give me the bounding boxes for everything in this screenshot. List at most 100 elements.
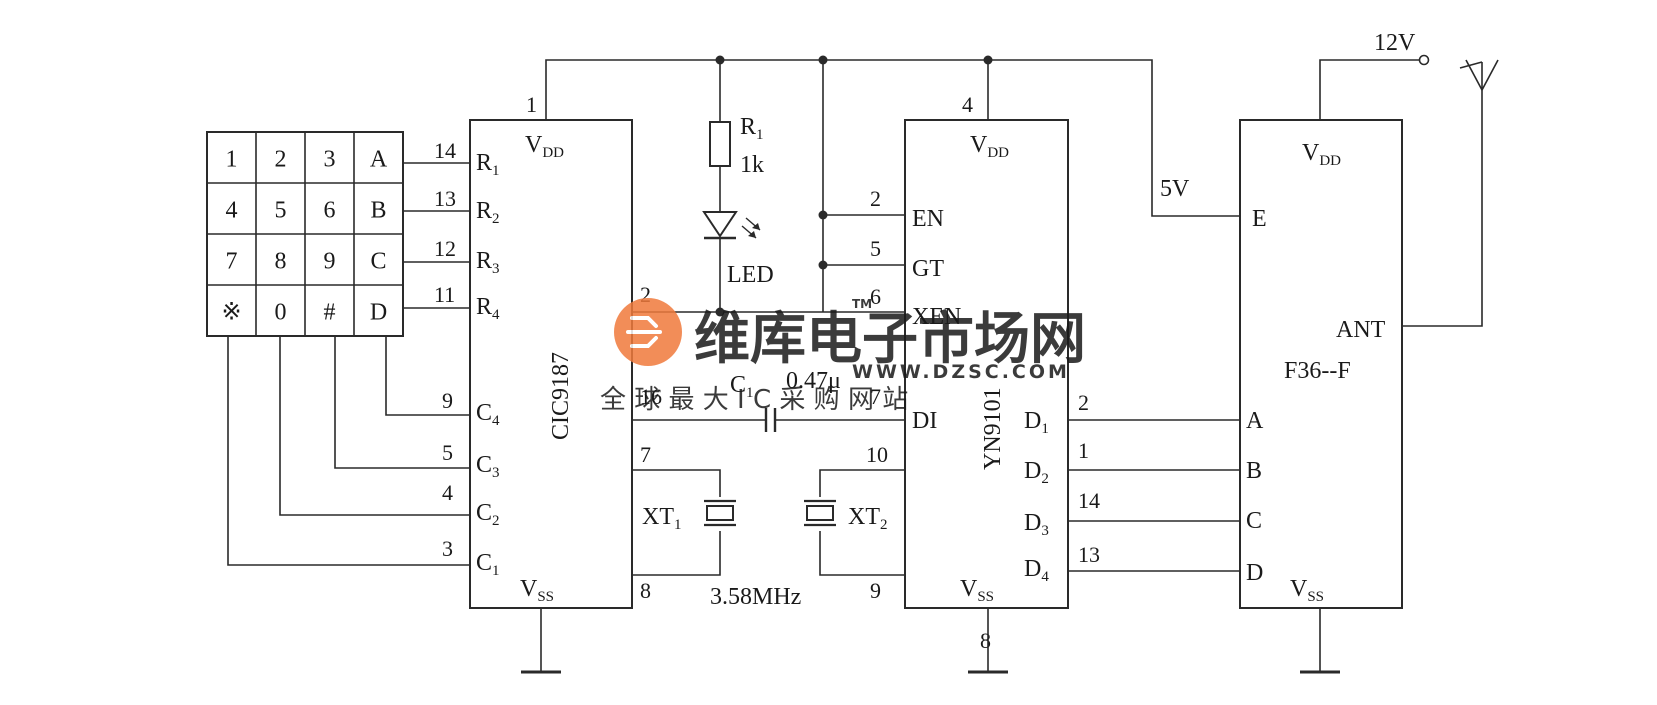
- ic2-gt-label: GT: [912, 256, 944, 282]
- crystal-frequency: 3.58MHz: [710, 584, 801, 610]
- vdd-rail: [545, 59, 1240, 217]
- ic1-r4-label: R4: [476, 294, 500, 323]
- keypad-key: 0: [275, 300, 287, 326]
- ic1-r1-label: R1: [476, 150, 500, 179]
- ic2-di-label: DI: [912, 408, 937, 434]
- ic2-xen-label: XEN: [912, 304, 961, 330]
- ic-yn9101: 4 VDD VSS YN9101 2 EN 5 GT 6 XEN 7 DI 10…: [866, 60, 1100, 653]
- ic2-name: YN9101: [980, 387, 1006, 470]
- ic1-c1-label: C1: [476, 550, 500, 579]
- watermark: 维库电子市场网 TM WWW.DZSC.COM 全 球 最 大 I C 采 购 …: [600, 297, 1086, 415]
- watermark-tm: TM: [852, 297, 872, 311]
- ic1-pin-2: 2: [640, 282, 651, 307]
- ic3-d-label: D: [1246, 560, 1263, 586]
- keypad-key: 7: [226, 249, 238, 275]
- ic2-out-pin-1: 1: [1078, 438, 1089, 463]
- ic1-pin-1: 1: [526, 92, 537, 117]
- ic1-pin-9: 9: [442, 388, 453, 413]
- supply-5v-label: 5V: [1160, 176, 1190, 202]
- ic1-c3-label: C3: [476, 452, 500, 481]
- ic-cic9187: VDD VSS 1 CIC9187 14 R1 13 R2 12 R3 11 R…: [434, 92, 662, 609]
- crystal-xt2: [804, 499, 836, 527]
- ic1-c4-label: C4: [476, 400, 500, 429]
- ic1-name: CIC9187: [548, 352, 574, 440]
- ic2-d2-label: D2: [1024, 458, 1049, 487]
- keypad-key: D: [370, 300, 387, 326]
- ic2-pin-5: 5: [870, 236, 881, 261]
- ic3-name: F36--F: [1284, 358, 1351, 384]
- keypad-key: 8: [275, 249, 287, 275]
- keypad-key: 3: [324, 147, 336, 173]
- supply-12v-label: 12V: [1374, 30, 1416, 56]
- keypad-key: 1: [226, 147, 238, 173]
- ic2-vdd-label: VDD: [970, 132, 1009, 161]
- ic2-pin-10: 10: [866, 442, 888, 467]
- ic1-pin-8: 8: [640, 578, 651, 603]
- ic3-vss-label: VSS: [1290, 576, 1324, 605]
- keypad-key: 9: [324, 249, 336, 275]
- ic2-out-pin-2: 2: [1078, 390, 1089, 415]
- ic3-vdd-label: VDD: [1302, 140, 1341, 169]
- keypad-key: ※: [221, 300, 241, 326]
- ic2-d1-label: D1: [1024, 408, 1049, 437]
- keypad-key: A: [370, 147, 388, 173]
- c1-value: 0.47μ: [786, 368, 841, 394]
- xt2-label: XT2: [848, 504, 888, 533]
- ic1-pin-3: 3: [442, 536, 453, 561]
- ic3-b-label: B: [1246, 458, 1262, 484]
- led-label: LED: [727, 262, 774, 288]
- ic2-pin-6: 6: [870, 284, 881, 309]
- ic2-pin-8: 8: [980, 628, 991, 653]
- ic2-pin-7: 7: [870, 384, 881, 409]
- ic1-pin-7: 7: [640, 442, 651, 467]
- ic2-out-pin-13: 13: [1078, 542, 1100, 567]
- r1-label: R1: [740, 114, 764, 143]
- ic2-pin-4: 4: [962, 92, 973, 117]
- ic2-pin-9: 9: [870, 578, 881, 603]
- ic2-d3-label: D3: [1024, 510, 1049, 539]
- ic1-pin-5: 5: [442, 440, 453, 465]
- ic3-c-label: C: [1246, 508, 1262, 534]
- keypad-key: 4: [226, 198, 238, 224]
- ic3-ant-label: ANT: [1336, 317, 1386, 343]
- crystal-xt1: [704, 499, 736, 527]
- ic1-pin-16: 16: [640, 384, 662, 409]
- ic1-vss-label: VSS: [520, 576, 554, 605]
- watermark-url: WWW.DZSC.COM: [852, 361, 1070, 383]
- terminal-12v: [1418, 54, 1430, 66]
- keypad-key: B: [370, 198, 386, 224]
- ic3-a-label: A: [1246, 408, 1264, 434]
- c1-label: C1: [730, 372, 754, 401]
- ic2-vss-label: VSS: [960, 576, 994, 605]
- keypad-key: #: [324, 300, 336, 326]
- ic1-pin-11: 11: [434, 282, 455, 307]
- resistor-r1: [709, 121, 731, 167]
- ic2-d4-label: D4: [1024, 556, 1049, 585]
- antenna-icon: [1459, 59, 1499, 91]
- r1-value: 1k: [740, 152, 764, 178]
- ic2-en-label: EN: [912, 206, 944, 232]
- ic1-c2-label: C2: [476, 500, 500, 529]
- keypad: 1 2 3 A 4 5 6 B 7 8 9 C ※ 0 # D: [206, 131, 404, 337]
- ic1-pin-4: 4: [442, 480, 453, 505]
- ic1-pin-14: 14: [434, 138, 456, 163]
- ic3-e-label: E: [1252, 206, 1267, 232]
- watermark-tagline: 全 球 最 大 I C 采 购 网 站: [600, 385, 908, 415]
- ic1-r3-label: R3: [476, 248, 500, 277]
- keypad-key: C: [370, 249, 386, 275]
- keypad-key: 6: [324, 198, 336, 224]
- keypad-key: 2: [275, 147, 287, 173]
- keypad-key: 5: [275, 198, 287, 224]
- ic2-pin-2: 2: [870, 186, 881, 211]
- module-f36f: VDD VSS E ANT F36--F A B C D: [1239, 119, 1403, 609]
- watermark-title: 维库电子市场网: [694, 307, 1086, 372]
- led-diode: [702, 211, 761, 240]
- ic1-pin-12: 12: [434, 236, 456, 261]
- ic1-vdd-label: VDD: [525, 132, 564, 161]
- ic1-r2-label: R2: [476, 198, 500, 227]
- xt1-label: XT1: [642, 504, 682, 533]
- ic1-pin-13: 13: [434, 186, 456, 211]
- keypad-keys: 1 2 3 A 4 5 6 B 7 8 9 C ※ 0 # D: [221, 147, 387, 326]
- ic2-out-pin-14: 14: [1078, 488, 1100, 513]
